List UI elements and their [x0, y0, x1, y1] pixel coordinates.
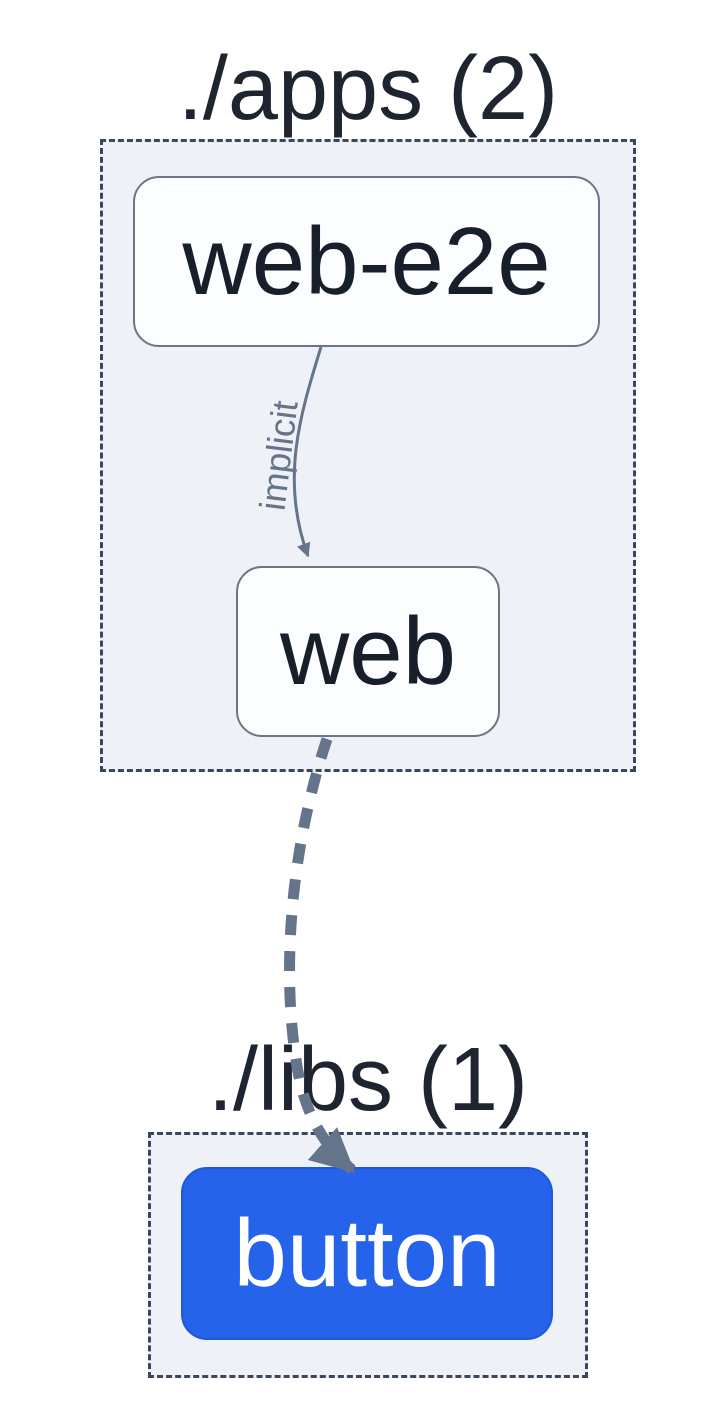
node-web-label: web: [279, 597, 457, 705]
node-web[interactable]: web: [236, 566, 500, 737]
cluster-label-apps: ./apps (2): [177, 39, 559, 139]
edge-web-e2e-to-web[interactable]: [292, 346, 323, 558]
node-web-e2e[interactable]: web-e2e: [133, 176, 600, 347]
node-button[interactable]: button: [181, 1167, 553, 1340]
edge-web-to-button[interactable]: [284, 737, 356, 1175]
node-web-e2e-label: web-e2e: [182, 207, 551, 315]
cluster-label-libs: ./libs (1): [207, 1030, 529, 1130]
node-button-label: button: [233, 1199, 501, 1307]
